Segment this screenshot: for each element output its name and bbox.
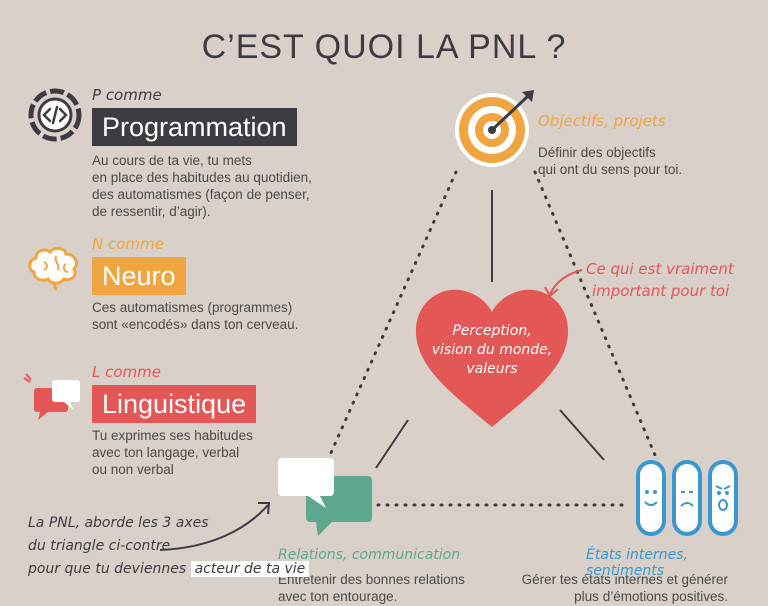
callout-line: important pour toi: [592, 282, 730, 300]
linguistique-prefix: L comme: [92, 363, 162, 381]
bottom-note: La PNL, aborde les 3 axes du triangle ci…: [28, 512, 310, 581]
desc-line: de ressentir, d’agir).: [92, 204, 211, 219]
desc-line: sont «encodés» dans ton cerveau.: [92, 317, 299, 332]
desc-line: qui ont du sens pour toi.: [538, 162, 683, 177]
emotion-faces-icon: [634, 458, 740, 540]
page-title: C’EST QUOI LA PNL ?: [201, 28, 567, 66]
linguistique-description: Tu exprimes ses habitudes avec ton langa…: [92, 427, 253, 478]
linguistique-label: Linguistique: [92, 385, 257, 423]
heart-line: valeurs: [466, 361, 518, 377]
programmation-label: Programmation: [92, 108, 297, 146]
callout-line: Ce qui est vraiment: [586, 260, 734, 278]
relations-description: Entretenir des bonnes relations avec ton…: [278, 571, 465, 605]
note-highlight: acteur de ta vie: [190, 561, 310, 577]
desc-line: Au cours de ta vie, tu mets: [92, 153, 252, 168]
desc-line: Définir des objectifs: [538, 145, 656, 160]
callout-text: Ce qui est vraiment important pour toi: [586, 258, 734, 302]
etats-title: États internes, sentiments: [586, 547, 688, 579]
neuro-label: Neuro: [92, 257, 186, 295]
desc-line: avec ton entourage.: [278, 589, 398, 604]
heart-line: Perception,: [452, 323, 532, 339]
conversation-icon: [276, 456, 378, 540]
code-icon: [28, 88, 82, 142]
heart-shape: [412, 282, 572, 432]
desc-line: plus d’émotions positives.: [574, 589, 728, 604]
note-line-last: pour que tu deviennes acteur de ta vie: [28, 558, 310, 581]
heart-line: vision du monde,: [431, 342, 553, 358]
desc-line: des automatismes (façon de penser,: [92, 187, 310, 202]
programmation-description: Au cours de ta vie, tu mets en place des…: [92, 152, 312, 220]
desc-line: en place des habitudes au quotidien,: [92, 170, 312, 185]
objectifs-title: Objectifs, projets: [538, 112, 666, 130]
target-icon: [452, 88, 542, 172]
note-line: La PNL, aborde les 3 axes: [28, 515, 209, 531]
relations-title: Relations, communication: [278, 547, 461, 563]
desc-line: Ces automatismes (programmes): [92, 300, 293, 315]
desc-line: avec ton langage, verbal: [92, 445, 240, 460]
neuro-prefix: N comme: [92, 235, 164, 253]
desc-line: Tu exprimes ses habitudes: [92, 428, 253, 443]
brain-icon: [24, 242, 84, 292]
programmation-prefix: P comme: [92, 86, 162, 104]
note-line: pour que tu deviennes: [28, 561, 187, 577]
desc-line: Gérer tes états internes et générer: [521, 572, 728, 587]
etats-description: Gérer tes états internes et générer plus…: [520, 571, 728, 605]
note-line: du triangle ci-contre: [28, 538, 171, 554]
desc-line: Entretenir des bonnes relations: [278, 572, 465, 587]
heart-text: Perception, vision du monde, valeurs: [412, 322, 572, 379]
desc-line: ou non verbal: [92, 462, 174, 477]
neuro-description: Ces automatismes (programmes) sont «enco…: [92, 299, 298, 333]
objectifs-description: Définir des objectifs qui ont du sens po…: [538, 144, 682, 178]
speech-bubble-icon: [22, 372, 86, 422]
